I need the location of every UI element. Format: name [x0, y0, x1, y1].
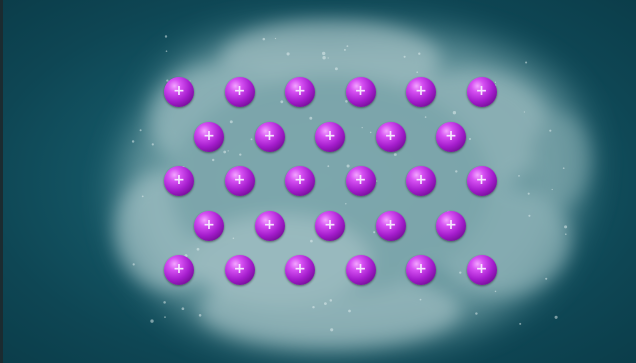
plus-sign: +: [315, 122, 345, 152]
positive-ion: +: [194, 211, 224, 241]
plus-sign: +: [164, 255, 194, 285]
positive-ion: +: [406, 255, 436, 285]
positive-ion: +: [436, 122, 466, 152]
positive-ion: +: [164, 77, 194, 107]
positive-ion: +: [436, 211, 466, 241]
positive-ion: +: [164, 166, 194, 196]
plus-sign: +: [346, 255, 376, 285]
plus-sign: +: [467, 166, 497, 196]
positive-ion: +: [315, 211, 345, 241]
plus-sign: +: [285, 166, 315, 196]
positive-ion: +: [225, 166, 255, 196]
plus-sign: +: [406, 77, 436, 107]
positive-ion: +: [285, 255, 315, 285]
plus-sign: +: [164, 77, 194, 107]
positive-ion: +: [406, 166, 436, 196]
positive-ion: +: [285, 166, 315, 196]
positive-ion: +: [467, 255, 497, 285]
positive-ion: +: [376, 122, 406, 152]
positive-ion: +: [225, 77, 255, 107]
positive-ion: +: [467, 77, 497, 107]
plus-sign: +: [225, 255, 255, 285]
plus-sign: +: [467, 77, 497, 107]
plus-sign: +: [194, 211, 224, 241]
positive-ion: +: [164, 255, 194, 285]
plus-sign: +: [255, 211, 285, 241]
positive-ion: +: [467, 166, 497, 196]
positive-ion: +: [346, 166, 376, 196]
plus-sign: +: [406, 255, 436, 285]
positive-ion: +: [346, 255, 376, 285]
plus-sign: +: [164, 166, 194, 196]
plus-sign: +: [225, 77, 255, 107]
plus-sign: +: [346, 166, 376, 196]
plus-sign: +: [225, 166, 255, 196]
plus-sign: +: [406, 166, 436, 196]
plus-sign: +: [376, 122, 406, 152]
plus-sign: +: [285, 77, 315, 107]
positive-ion: +: [406, 77, 436, 107]
plus-sign: +: [255, 122, 285, 152]
plus-sign: +: [436, 211, 466, 241]
plus-sign: +: [285, 255, 315, 285]
plus-sign: +: [436, 122, 466, 152]
positive-ion: +: [315, 122, 345, 152]
plus-sign: +: [194, 122, 224, 152]
positive-ion: +: [194, 122, 224, 152]
positive-ion: +: [255, 122, 285, 152]
positive-ion: +: [376, 211, 406, 241]
plus-sign: +: [315, 211, 345, 241]
plus-sign: +: [346, 77, 376, 107]
positive-ion: +: [346, 77, 376, 107]
positive-ion: +: [255, 211, 285, 241]
plus-sign: +: [376, 211, 406, 241]
positive-ion: +: [225, 255, 255, 285]
positive-ion: +: [285, 77, 315, 107]
plus-sign: +: [467, 255, 497, 285]
